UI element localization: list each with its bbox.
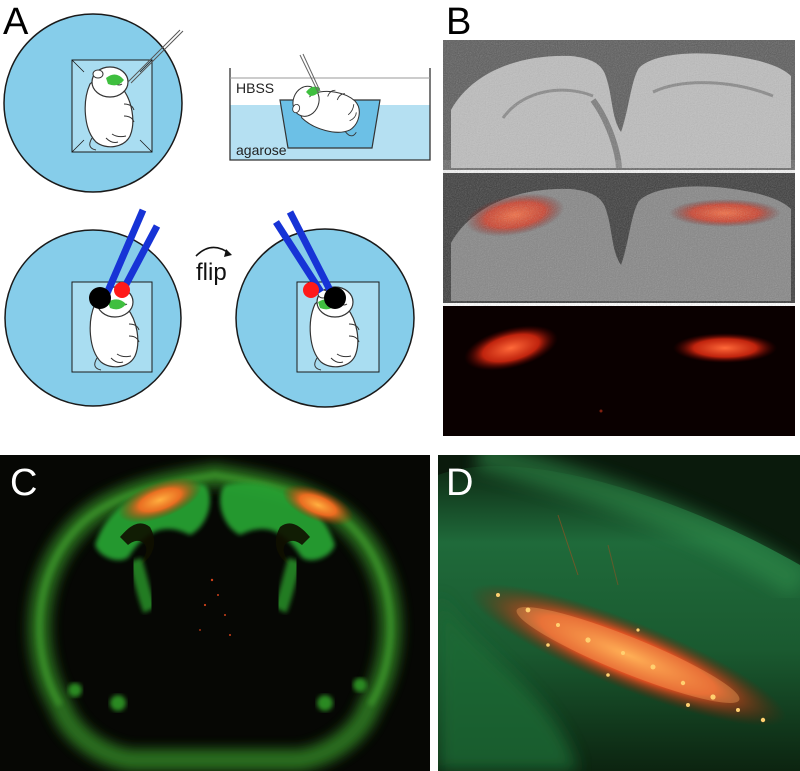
electrode-red-pole	[114, 282, 130, 298]
panel-d-svg: D	[438, 455, 800, 771]
electrode-black-pole	[89, 287, 111, 309]
panel-a-schematic: HBSS agarose flip	[0, 0, 440, 440]
labeled-cells-left	[118, 477, 202, 523]
electrode	[286, 210, 337, 298]
panel-b-letter: B	[446, 1, 472, 43]
panel-c-micrograph: C	[0, 455, 430, 771]
panel-a-svg: HBSS agarose flip	[3, 13, 431, 408]
dish-top-left	[3, 13, 184, 193]
electrode-red-pole	[303, 282, 319, 298]
fluorescence-image	[443, 306, 795, 436]
panel-c-letter: C	[10, 462, 37, 504]
brightfield-image	[443, 40, 795, 170]
electrode-black-pole	[324, 287, 346, 309]
labeled-cells-right	[282, 484, 354, 526]
panel-d-letter: D	[446, 462, 473, 504]
dish-bottom-right	[235, 210, 415, 408]
labeled-cells-band	[469, 583, 787, 727]
merged-image	[443, 173, 795, 303]
panel-b-svg	[443, 40, 795, 436]
panel-a-letter: A	[3, 1, 29, 43]
panel-b-micrographs	[443, 40, 795, 436]
agarose-label: agarose	[236, 142, 287, 158]
electrode	[101, 208, 147, 300]
panel-d-micrograph: D	[438, 455, 800, 771]
electrode	[273, 220, 324, 294]
gfp-green-mark	[106, 74, 124, 86]
flip-label: flip	[196, 259, 227, 286]
panel-c-svg: C	[0, 455, 430, 771]
electrode	[118, 224, 161, 294]
dish-bottom-left	[4, 208, 182, 407]
agarose-bath	[229, 53, 431, 161]
hbss-label: HBSS	[236, 80, 274, 96]
